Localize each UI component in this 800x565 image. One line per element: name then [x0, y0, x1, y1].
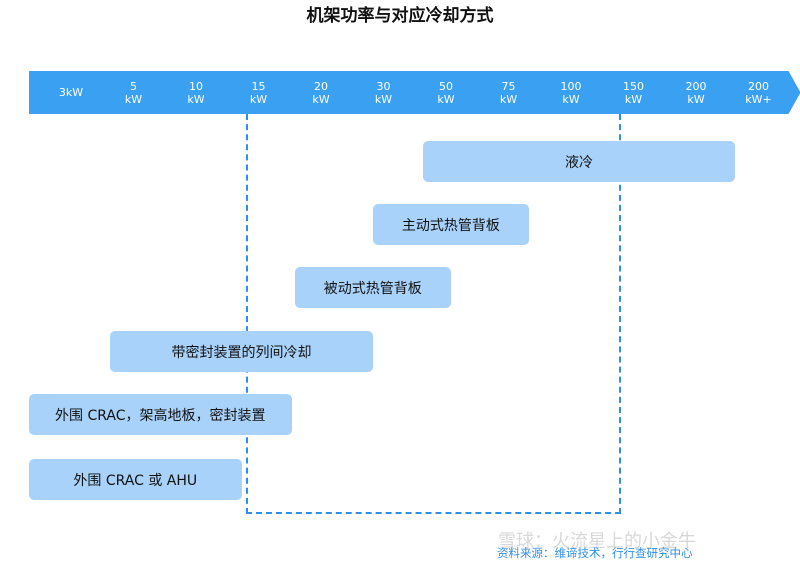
highlight-box [246, 114, 621, 514]
scale-step: 200 kW+ [716, 71, 800, 114]
source-note: 资料来源：维谛技术，行行查研究中心 [497, 546, 693, 560]
cooling-method-bar: 被动式热管背板 [294, 267, 451, 308]
watermark: 雪球：火流星上的小金牛 [498, 531, 696, 552]
cooling-method-bar: 带密封装置的列间冷却 [110, 331, 373, 372]
cooling-method-bar: 主动式热管背板 [372, 204, 529, 245]
page-title: 机架功率与对应冷却方式 [306, 6, 494, 26]
cooling-method-bar: 液冷 [422, 141, 736, 182]
cooling-method-bar: 外围 CRAC 或 AHU [29, 459, 242, 500]
cooling-method-bar: 外围 CRAC，架高地板，密封装置 [29, 394, 292, 435]
